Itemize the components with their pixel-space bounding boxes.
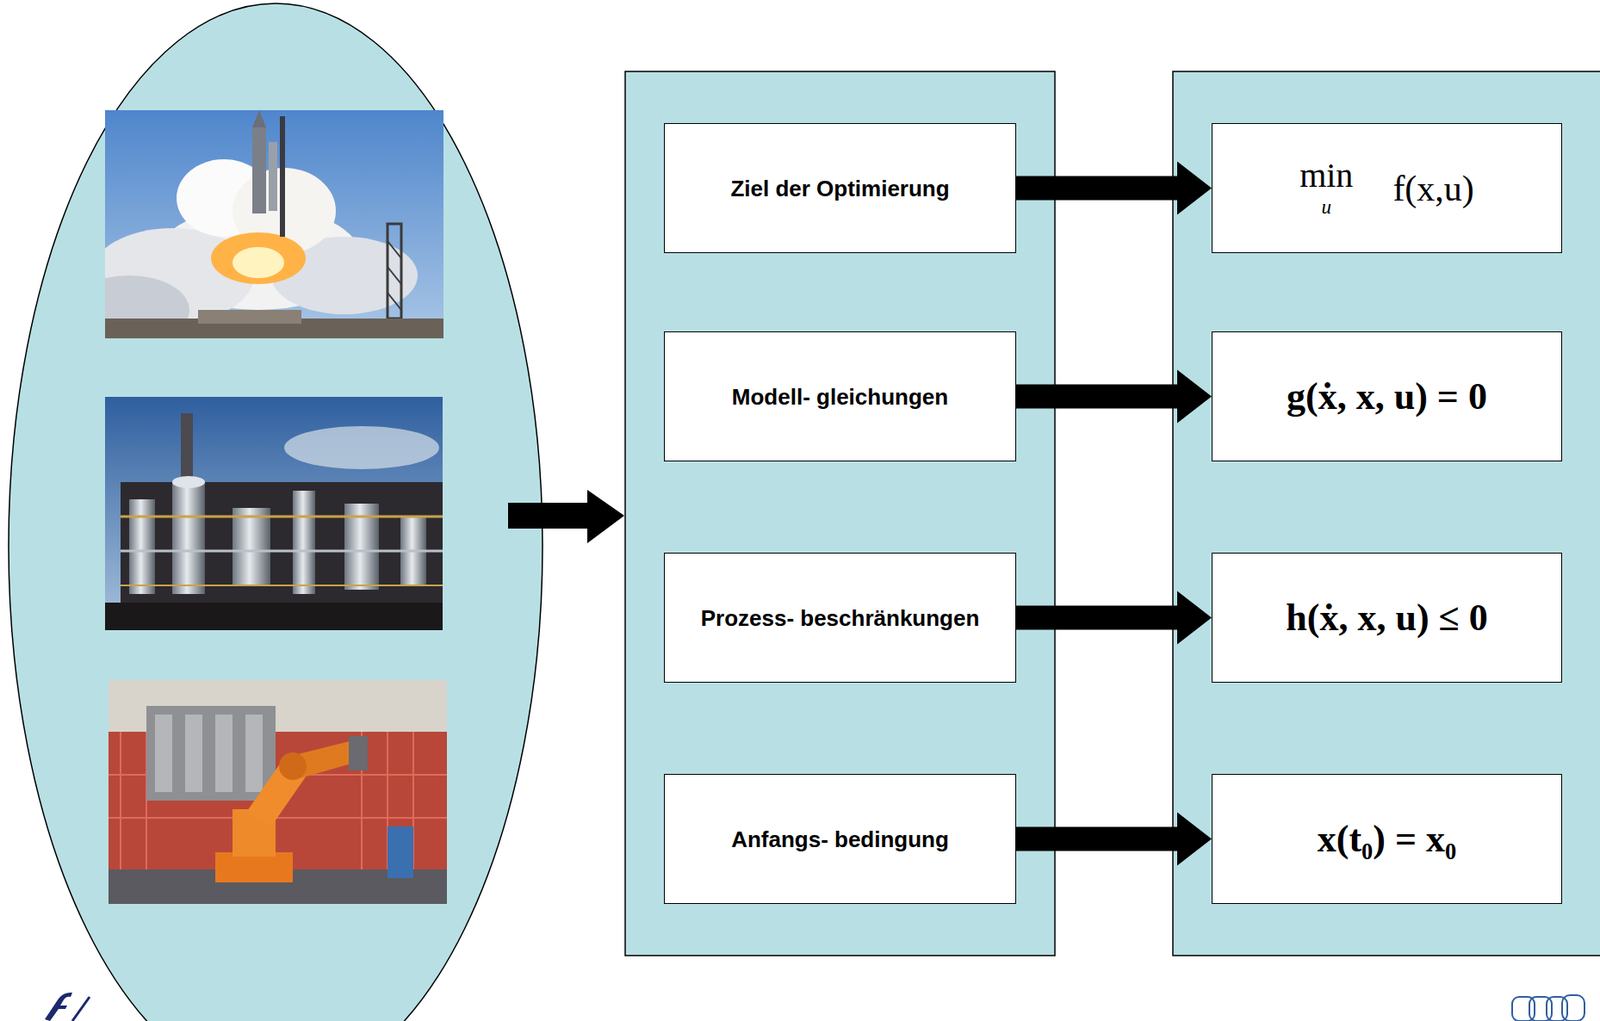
arrow-shaft bbox=[1016, 176, 1178, 201]
text-wrap: h(ẋ, x, u) ≤ 0 bbox=[1285, 595, 1488, 640]
robot-photo bbox=[108, 680, 447, 905]
application-ellipse bbox=[8, 3, 543, 1021]
concept-box: Anfangs- bedingung bbox=[663, 774, 1017, 905]
arrow-shaft bbox=[1016, 384, 1178, 410]
box-label: Prozess- beschränkungen bbox=[700, 602, 980, 634]
arrow-head bbox=[1177, 812, 1212, 867]
formula-text: x(t₀) = x₀ bbox=[1317, 817, 1457, 862]
rocket-photo bbox=[105, 110, 444, 339]
text-wrap: Ziel der Optimierung bbox=[730, 173, 949, 205]
text-wrap: x(t₀) = x₀ bbox=[1317, 817, 1457, 862]
text-wrap: Prozess- beschränkungen bbox=[700, 602, 980, 634]
formula-text: h(ẋ, x, u) ≤ 0 bbox=[1285, 595, 1488, 640]
formula-box: g(ẋ, x, u) = 0 bbox=[1211, 331, 1563, 462]
formula-box: min u f(x,u) bbox=[1211, 123, 1563, 254]
arrow-head bbox=[1177, 161, 1212, 216]
formula-text: f(x,u) bbox=[1392, 167, 1474, 210]
block-arrow bbox=[1016, 370, 1212, 424]
arrow-shaft bbox=[1016, 606, 1178, 631]
logo-right bbox=[1512, 995, 1585, 1021]
formula-box: x(t₀) = x₀ bbox=[1211, 774, 1563, 905]
subscript-variable: u bbox=[1321, 196, 1333, 219]
text-wrap: g(ẋ, x, u) = 0 bbox=[1286, 374, 1488, 419]
formula-panel bbox=[1172, 71, 1600, 956]
text-wrap: Anfangs- bedingung bbox=[731, 824, 949, 856]
arrow-head bbox=[1177, 370, 1212, 424]
input-arrow bbox=[508, 489, 625, 544]
chemical-plant-photo bbox=[105, 396, 443, 631]
logo-left bbox=[44, 992, 90, 1021]
box-label: Modell- gleichungen bbox=[731, 381, 949, 413]
text-wrap: min u f(x,u) bbox=[1299, 158, 1475, 219]
concept-panel bbox=[625, 71, 1055, 956]
block-arrow bbox=[1016, 812, 1212, 867]
concept-box: Ziel der Optimierung bbox=[663, 123, 1017, 254]
formula-text: min bbox=[1299, 158, 1353, 193]
block-arrow bbox=[1016, 591, 1212, 645]
box-label: Anfangs- bedingung bbox=[731, 824, 949, 856]
arrow-shaft bbox=[1016, 827, 1178, 852]
text-wrap: Modell- gleichungen bbox=[731, 381, 949, 413]
concept-box: Modell- gleichungen bbox=[663, 331, 1017, 462]
arrow-head bbox=[1177, 591, 1212, 645]
concept-box: Prozess- beschränkungen bbox=[663, 552, 1017, 683]
formula-box: h(ẋ, x, u) ≤ 0 bbox=[1211, 552, 1563, 683]
block-arrow bbox=[1016, 161, 1212, 216]
operator-group: min u bbox=[1299, 158, 1353, 219]
box-label: Ziel der Optimierung bbox=[730, 173, 949, 205]
formula-text: g(ẋ, x, u) = 0 bbox=[1286, 374, 1488, 419]
